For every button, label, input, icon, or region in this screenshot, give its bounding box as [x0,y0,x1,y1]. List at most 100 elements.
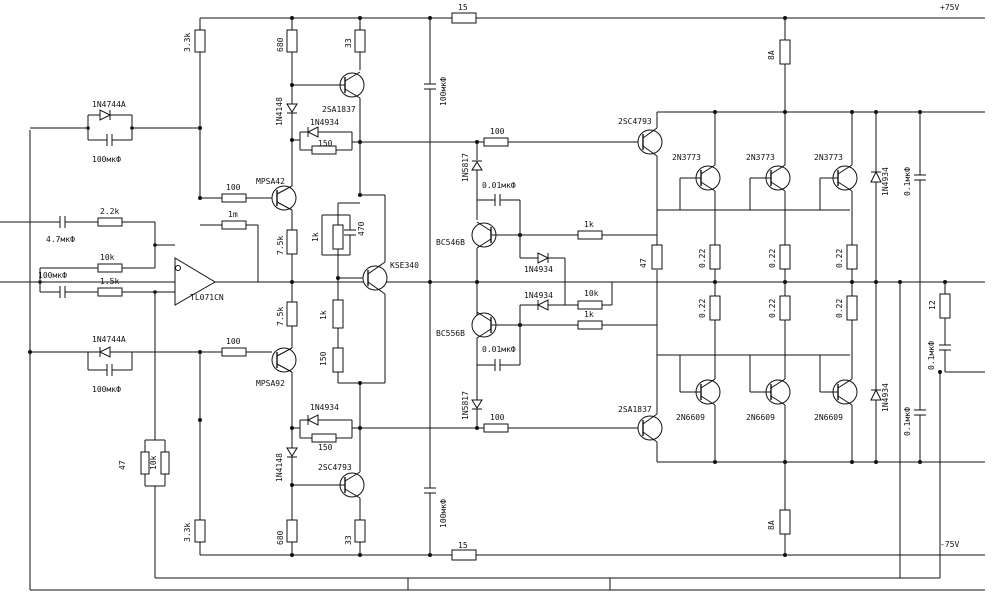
fuse-top: 8A [767,18,791,112]
zener-1n4744a-bot: 1N4744A 100мкФ [30,335,200,394]
c-01-zobel-label: 0.1мкФ [927,341,936,370]
r-7k5-b-label: 7.5k [276,307,285,326]
r-1k-mid-label: 1k [319,310,328,320]
r-1k-b-label: 1k [584,310,594,319]
r-3k3-top-label: 3.3k [183,33,192,52]
r-1m-label: 1m [228,210,238,219]
r-100-a-label: 100 [226,183,241,192]
r-10k-in-label: 10k [100,253,115,262]
bc556b-protection: BC556B 1N5817 0.01мкФ 1k 1N4934 10k [436,282,657,428]
fuse-bot: 8A [767,462,791,555]
q-2n6609-b-label: 2N6609 [746,413,775,422]
q-2sc4793-pre-label: 2SC4793 [618,117,652,126]
r-022-2-label: 0.22 [768,249,777,268]
pre-driver-bot: 2SA1837 [618,270,663,462]
fuse-top-label: 8A [767,50,776,60]
q-2n3773-a-label: 2N3773 [672,153,701,162]
q-2n6609-c-label: 2N6609 [814,413,843,422]
negative-rail-label: -75V [940,540,959,549]
d-1n4934-mid-bot-label: 1N4934 [524,291,553,300]
r-680-top-label: 680 [276,37,285,52]
r-47-pre: 47 [639,244,663,270]
r-100-d-label: 100 [490,413,505,422]
r-150-top-label: 150 [318,139,333,148]
r-47-in-label: 47 [118,460,127,470]
c-100u-rail-bot-label: 100мкФ [439,499,448,528]
negative-rail: -75V [200,540,985,561]
rail-cap-bot: 100мкФ [424,282,448,555]
r-022-4-label: 0.22 [698,299,707,318]
r-10k-gnd-label: 10k [149,455,158,470]
c-01-top-label: 0.1мкФ [903,167,912,196]
r-33-top-label: 33 [344,38,353,48]
opamp-tl071: TL071CN [174,257,258,306]
r-1k-a-label: 1k [584,220,594,229]
q-2n3773-c-label: 2N3773 [814,153,843,162]
d-1n4934-bot-label: 1N4934 [310,403,339,412]
output-npn-row: 2N3773 2N3773 2N3773 [672,112,858,245]
bypass-caps: 0.1мкФ 0.1мкФ [903,112,926,462]
r-15-bot-label: 15 [458,541,468,550]
r-3k3-bot: 3.3k [183,420,206,555]
c-470-label: 470 [357,221,366,236]
r-150-bot-label: 150 [318,443,333,452]
c-100u-top-left-label: 100мкФ [92,155,121,164]
d-1n5817-bot-label: 1N5817 [461,391,470,420]
q-2sc4793-drv-label: 2SC4793 [318,463,352,472]
r-10k-out-label: 10k [584,289,599,298]
r-150-mid-label: 150 [319,351,328,366]
r-100-c-label: 100 [490,127,505,136]
c-001-bot-label: 0.01мкФ [482,345,516,354]
input-network: 4.7мкФ 2.2k 1m 10k 100мкФ 1.5k [0,207,259,298]
pre-driver-top: 2SC4793 [618,112,663,245]
d-1n4934-rail-top-label: 1N4934 [881,167,890,196]
c-001-top-label: 0.01мкФ [482,181,516,190]
q-2sa1837-pre-label: 2SA1837 [618,405,652,414]
c-100u-rail-top-label: 100мкФ [439,77,448,106]
ground-bus [0,130,985,591]
mpsa42-stage: 100 MPSA42 7.5k [200,140,298,282]
q-2n6609-a-label: 2N6609 [676,413,705,422]
bc546b-protection: 1N5817 0.01мкФ BC546B 1k 1N4934 [436,142,657,305]
positive-rail: +75V [200,3,985,24]
r-022-5-label: 0.22 [768,299,777,318]
q-bc546b-label: BC546B [436,238,465,247]
d-1n4934-mid-top-label: 1N4934 [524,265,553,274]
d-1n4148-top-label: 1N4148 [275,97,284,126]
bottom-driver: 680 33 1N4148 2SC4793 1N4934 150 [275,383,366,555]
r-680-bot-label: 680 [276,530,285,545]
d-1n5817-top-label: 1N5817 [461,153,470,182]
d-1n4934-top-label: 1N4934 [310,118,339,127]
zobel-network: 12 0.1мкФ [899,282,985,578]
output-pnp-row: 2N6609 2N6609 2N6609 [676,320,858,462]
mpsa92-stage: 100 MPSA92 7.5k [200,282,298,428]
zener-1n4744a-top: 1N4744A 100мкФ [30,100,200,164]
rail-cap-top: 100мкФ [424,18,448,282]
d-1n4744a-bot-label: 1N4744A [92,335,126,344]
c-100u-in-label: 100мкФ [38,271,67,280]
r-3k3-top: 3.3k [183,18,206,128]
vbe-multiplier: 1k 470 KSE340 1k 150 [311,194,419,384]
d-1n4934-rail-bot-label: 1N4934 [881,383,890,412]
q-2n3773-b-label: 2N3773 [746,153,775,162]
r-12-label: 12 [928,300,937,310]
d-1n4148-bot-label: 1N4148 [275,453,284,482]
input-ground-resistors: 47 10k [118,292,170,578]
r-022-3-label: 0.22 [835,249,844,268]
r-1k-vbe-label: 1k [311,232,320,242]
c-01-bot-label: 0.1мкФ [903,407,912,436]
positive-rail-label: +75V [940,3,959,12]
fuse-bot-label: 8A [767,520,776,530]
r-3k3-bot-label: 3.3k [183,523,192,542]
r-100-b-label: 100 [226,337,241,346]
r-022-1-label: 0.22 [698,249,707,268]
d-1n4744a-top-label: 1N4744A [92,100,126,109]
q-kse340-label: KSE340 [390,261,419,270]
r-33-bot-label: 33 [344,535,353,545]
c-100u-bot-left-label: 100мкФ [92,385,121,394]
top-driver: 680 33 1N4148 2SA1837 1N4934 150 [275,18,366,195]
q-mpsa92-label: MPSA92 [256,379,285,388]
r-15-top-label: 15 [458,3,468,12]
